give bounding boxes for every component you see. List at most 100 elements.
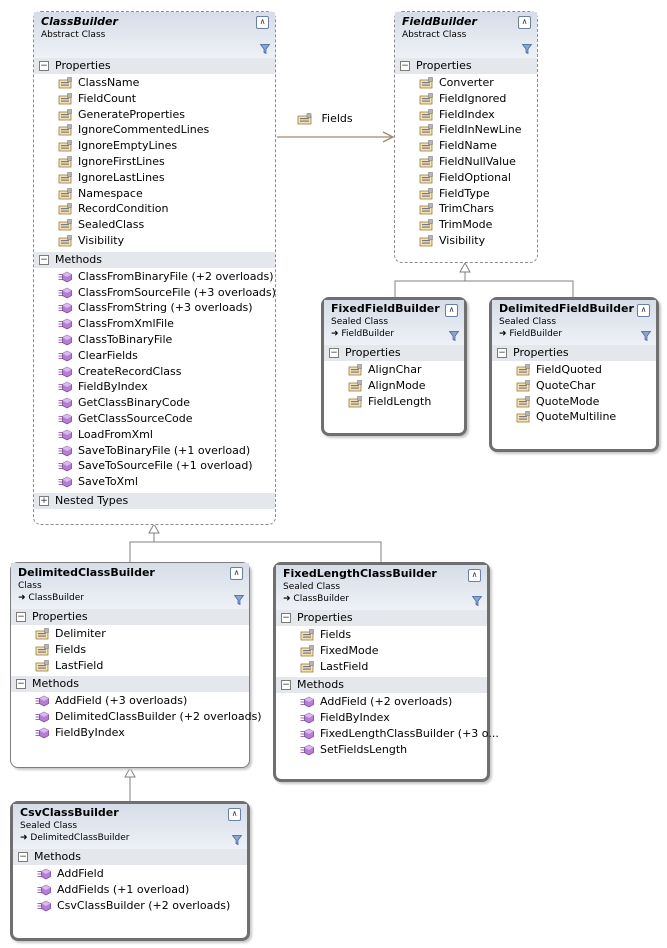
collapse-section-icon[interactable]: −	[329, 348, 339, 358]
properties-section-header[interactable]: −Properties	[492, 345, 656, 361]
properties-section-header[interactable]: −Properties	[276, 610, 487, 626]
property-item[interactable]: IgnoreFirstLines	[34, 154, 275, 170]
method-item[interactable]: GetClassSourceCode	[34, 411, 275, 427]
delimitedclassbuilder-box[interactable]: DelimitedClassBuilder Class ➜ ClassBuild…	[10, 562, 262, 768]
property-item[interactable]: QuoteChar	[492, 378, 656, 394]
methods-section-header[interactable]: −Methods	[13, 849, 247, 865]
method-item[interactable]: ClassFromSourceFile (+3 overloads)	[34, 285, 276, 301]
property-item[interactable]: LastField	[11, 658, 249, 674]
collapse-section-icon[interactable]: −	[39, 61, 49, 71]
property-item[interactable]: IgnoreLastLines	[34, 170, 275, 186]
property-item[interactable]: FieldNullValue	[395, 154, 537, 170]
property-item[interactable]: FieldIgnored	[395, 91, 537, 107]
property-item[interactable]: TrimChars	[395, 201, 537, 217]
collapse-section-icon[interactable]: −	[16, 612, 26, 622]
methods-section-header[interactable]: −Methods	[11, 676, 249, 693]
collapse-section-icon[interactable]: −	[497, 348, 507, 358]
property-item[interactable]: QuoteMode	[492, 394, 656, 410]
property-item[interactable]: Visibility	[34, 233, 275, 249]
property-item[interactable]: FieldLength	[324, 394, 464, 410]
collapse-section-icon[interactable]: −	[39, 254, 49, 265]
method-item[interactable]: SaveToBinaryFile (+1 overload)	[34, 443, 275, 459]
collapse-icon[interactable]: ∧	[637, 304, 650, 317]
property-item[interactable]: Fields	[276, 627, 487, 643]
property-item[interactable]: RecordCondition	[34, 201, 275, 217]
fixedfieldbuilder-box[interactable]: FixedFieldBuilder Sealed Class ➜ FieldBu…	[321, 297, 467, 436]
collapse-section-icon[interactable]: −	[16, 679, 26, 690]
filter-icon[interactable]	[521, 44, 533, 55]
property-item[interactable]: TrimMode	[395, 217, 537, 233]
collapse-section-icon[interactable]: −	[400, 61, 410, 71]
property-item[interactable]: FieldInNewLine	[395, 122, 537, 138]
property-item[interactable]: IgnoreEmptyLines	[34, 138, 275, 154]
property-item[interactable]: ClassName	[34, 75, 275, 91]
filter-icon[interactable]	[231, 835, 243, 846]
method-item[interactable]: AddField (+3 overloads)	[11, 693, 249, 709]
collapse-icon[interactable]: ∧	[518, 16, 531, 29]
property-item[interactable]: IgnoreCommentedLines	[34, 122, 275, 138]
collapse-icon[interactable]: ∧	[230, 567, 243, 580]
collapse-icon[interactable]: ∧	[228, 808, 241, 821]
method-item[interactable]: SetFieldsLength	[276, 742, 487, 758]
method-item[interactable]: ClassFromXmlFile	[34, 316, 275, 332]
properties-section-header[interactable]: −Properties	[34, 58, 275, 74]
collapse-section-icon[interactable]: −	[281, 613, 291, 623]
method-item[interactable]: LoadFromXml	[34, 427, 275, 443]
method-item[interactable]: ClassFromString (+3 overloads)	[34, 300, 275, 316]
method-item[interactable]: DelimitedClassBuilder (+2 overloads)	[11, 709, 262, 725]
nested-types-section-header[interactable]: +Nested Types	[34, 492, 275, 509]
method-item[interactable]: AddField (+2 overloads)	[276, 694, 487, 710]
properties-section-header[interactable]: −Properties	[395, 58, 537, 74]
collapse-section-icon[interactable]: −	[281, 680, 291, 691]
method-item[interactable]: CsvClassBuilder (+2 overloads)	[13, 898, 247, 914]
property-item[interactable]: Delimiter	[11, 626, 249, 642]
classbuilder-box[interactable]: ClassBuilder Abstract Class ∧ −Propertie…	[33, 11, 276, 525]
property-item[interactable]: GenerateProperties	[34, 107, 275, 123]
method-item[interactable]: FieldByIndex	[11, 725, 249, 741]
method-item[interactable]: GetClassBinaryCode	[34, 395, 275, 411]
property-item[interactable]: FieldCount	[34, 91, 275, 107]
method-item[interactable]: AddFields (+1 overload)	[13, 882, 247, 898]
method-item[interactable]: ClassToBinaryFile	[34, 332, 275, 348]
collapse-icon[interactable]: ∧	[256, 16, 269, 29]
method-item[interactable]: AddField	[13, 866, 247, 882]
expand-section-icon[interactable]: +	[39, 495, 49, 506]
fixedlengthclassbuilder-box[interactable]: FixedLengthClassBuilder Sealed Class ➜ C…	[273, 562, 499, 782]
properties-section-header[interactable]: −Properties	[11, 609, 249, 625]
property-item[interactable]: Namespace	[34, 186, 275, 202]
method-item[interactable]: SaveToXml	[34, 474, 275, 490]
property-item[interactable]: Converter	[395, 75, 537, 91]
csvclassbuilder-box[interactable]: CsvClassBuilder Sealed Class ➜ Delimited…	[10, 801, 250, 941]
property-item[interactable]: AlignMode	[324, 378, 464, 394]
property-item[interactable]: QuoteMultiline	[492, 409, 656, 425]
method-item[interactable]: ClassFromBinaryFile (+2 overloads)	[34, 269, 275, 285]
filter-icon[interactable]	[259, 44, 271, 55]
property-item[interactable]: FieldName	[395, 138, 537, 154]
property-item[interactable]: Fields	[11, 642, 249, 658]
property-item[interactable]: AlignChar	[324, 362, 464, 378]
property-item[interactable]: FieldType	[395, 186, 537, 202]
filter-icon[interactable]	[233, 595, 245, 606]
property-item[interactable]: FixedMode	[276, 643, 487, 659]
property-item[interactable]: FieldOptional	[395, 170, 537, 186]
method-item[interactable]: ClearFields	[34, 348, 275, 364]
property-item[interactable]: LastField	[276, 659, 487, 675]
fieldbuilder-box[interactable]: FieldBuilder Abstract Class ∧ −Propertie…	[394, 11, 538, 263]
property-item[interactable]: FieldIndex	[395, 107, 537, 123]
filter-icon[interactable]	[448, 331, 460, 342]
method-item[interactable]: FieldByIndex	[276, 710, 487, 726]
properties-section-header[interactable]: −Properties	[324, 345, 464, 361]
collapse-icon[interactable]: ∧	[445, 304, 458, 317]
collapse-section-icon[interactable]: −	[18, 852, 28, 862]
methods-section-header[interactable]: −Methods	[34, 251, 275, 268]
property-item[interactable]: SealedClass	[34, 217, 275, 233]
property-item[interactable]: Visibility	[395, 233, 537, 249]
method-item[interactable]: FixedLengthClassBuilder (+3 o...	[276, 726, 499, 742]
method-item[interactable]: SaveToSourceFile (+1 overload)	[34, 458, 275, 474]
method-item[interactable]: CreateRecordClass	[34, 364, 275, 380]
filter-icon[interactable]	[471, 596, 483, 607]
collapse-icon[interactable]: ∧	[468, 569, 481, 582]
delimitedfieldbuilder-box[interactable]: DelimitedFieldBuilder Sealed Class ➜ Fie…	[489, 297, 659, 452]
method-item[interactable]: FieldByIndex	[34, 379, 275, 395]
filter-icon[interactable]	[640, 331, 652, 342]
